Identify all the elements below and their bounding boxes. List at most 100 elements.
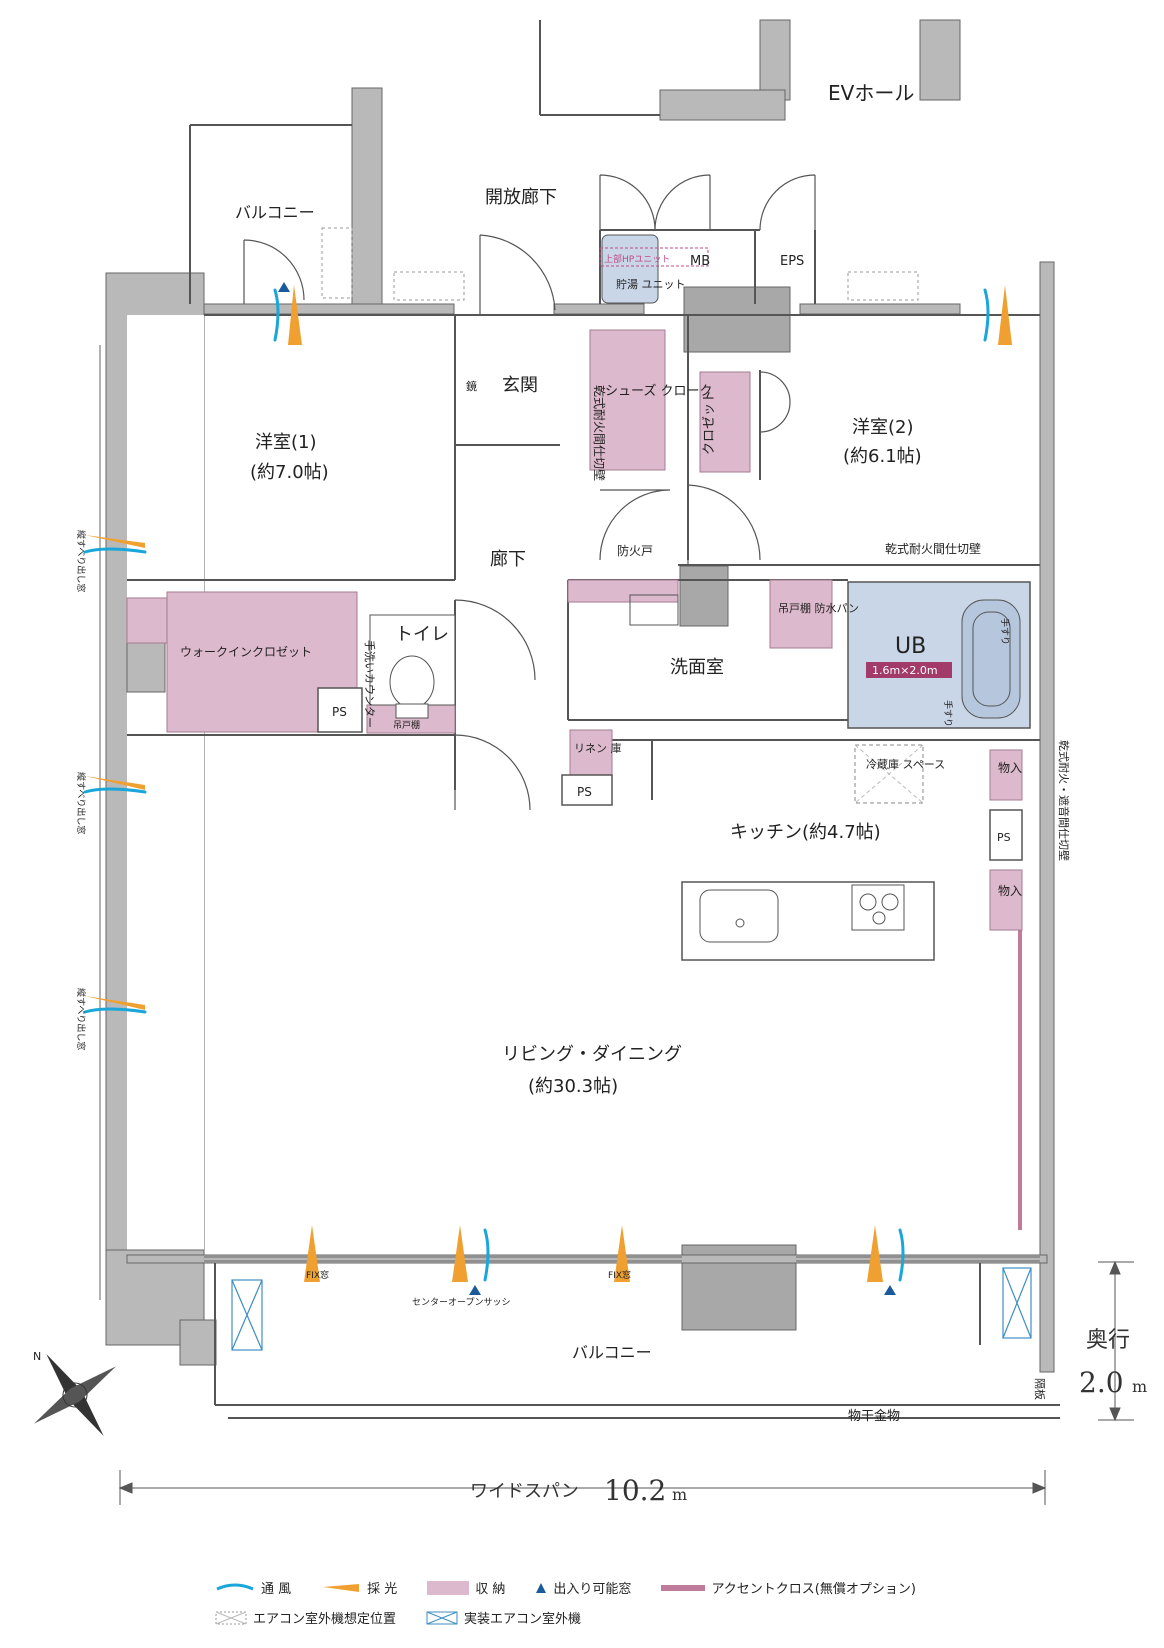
legend: 通 風 採 光 収 納 出入り可能窓 アクセントクロス(無償オプション) エアコ… [215,1578,1015,1638]
breeze-arrows [83,288,990,1282]
width-label: ワイドスパン [470,1481,579,1502]
ac-planned [321,227,919,301]
legend-accent-cloth: アクセントクロス(無償オプション) [661,1578,916,1597]
ac-planned-2 [393,271,465,301]
mb-label: MB [690,254,710,269]
legend-row-2: エアコン室外機想定位置 実装エアコン室外機 [215,1608,603,1627]
walk-in-closet-ext [126,597,168,644]
shoes-closet-label: シューズ クローク [605,383,712,399]
hanging-shelf-wash [769,579,833,649]
living-size: (約30.3帖) [528,1076,618,1097]
ps-box-3 [989,809,1023,861]
dry-wall-h-label: 乾式耐火間仕切壁 [885,541,981,556]
wash-basin-icon [629,594,679,626]
kitchen-label: キッチン(約4.7帖) [730,822,881,843]
dry-wall-sound-label: 乾式耐火・遮音間仕切壁 [1057,740,1071,861]
south-wall [126,1254,1048,1264]
ub-size-label: 1.6m×2.0m [872,664,938,677]
storage-kitchen-1 [989,749,1023,801]
storage-label-2: 物入 [998,884,1022,898]
ps-label-1: PS [332,705,347,719]
closet-2 [699,371,751,473]
balcony-door [243,239,305,304]
breeze-wave-icon [83,787,147,794]
ps-label-2: PS [577,785,592,799]
bedroom2-size: (約6.1帖) [843,446,922,467]
legend-ac-installed-label: 実装エアコン室外機 [464,1612,582,1627]
hanging-shelf-wash-label: 吊戸棚 防水パン [778,601,859,615]
storage-label-1: 物入 [998,761,1022,775]
hall-door [454,599,536,681]
handrail-label-2: 手すり [942,700,954,727]
daylight-icon [867,1225,883,1282]
legend-daylight: 採 光 [321,1578,397,1597]
balcony-top-label: バルコニー [235,203,315,222]
kitchen-island [681,881,935,961]
fire-door [599,489,671,561]
sink-icon [699,889,779,943]
doors [243,174,816,811]
north-wall-a [203,303,455,315]
ac-planned-1 [321,227,353,299]
bedroom2-label: 洋室(2) [852,417,914,438]
width-unit: m [672,1485,687,1504]
handrail-label-1: 手すり [999,618,1011,645]
ev-wall-right [919,19,961,101]
breeze-wave-icon [83,1007,147,1014]
ac-installed-icon [426,1611,458,1624]
pillar-north [683,286,791,353]
hp-unit-label: 上部HPユニット [604,253,670,265]
balcony-bottom-label: バルコニー [572,1343,652,1362]
toilet-shelf-label: 吊戸棚 [393,719,420,731]
linen-storage [569,729,613,777]
closet-label: クロゼット [702,390,717,455]
shoes-closet [589,329,666,471]
legend-accent-cloth-label: アクセントクロス(無償オプション) [711,1582,916,1597]
mb-door-right [654,174,711,231]
vertical-window-label-1: 縦すべり出し窓 [75,530,87,592]
daylight-icon [85,996,145,1010]
daylight-icon [323,1583,360,1592]
bathtub-inner [972,611,1011,707]
hallway-label: 廊下 [490,549,526,570]
column-sw [179,1319,217,1366]
entrance-door [479,234,556,315]
living-door [454,734,531,811]
legend-ac-planned-label: エアコン室外機想定位置 [253,1612,397,1627]
daylight-icon [288,285,302,345]
living-label: リビング・ダイニング [502,1044,682,1065]
partition-label: 隔板 [1033,1378,1047,1400]
fridge-label: 冷蔵庫 スペース [866,757,945,771]
east-wall [1039,261,1055,1373]
vertical-window-label-3: 縦すべり出し窓 [75,988,87,1050]
dimension-lines [118,1260,1134,1505]
ps-box-2 [561,774,613,806]
ps-boxes [317,687,1023,861]
walk-in-label: ウォークインクロゼット [180,645,312,659]
cooktop-icon [851,884,905,931]
bedroom1-size: (約7.0帖) [250,462,329,483]
daylight-icon [85,776,145,790]
ps-box-1 [317,687,363,733]
toilet-shelf [366,704,456,734]
legend-ventilation: 通 風 [215,1578,291,1597]
daylight-icon [85,535,145,548]
daylight-icon [304,1225,320,1282]
fire-door-label: 防火戸 [617,543,653,558]
accent-cloth-swatch [661,1584,706,1591]
water-heater-label: 貯湯 ユニット [616,278,686,291]
ub-label: UB [895,634,926,659]
ps-label-3: PS [997,831,1011,844]
ub-size-badge [866,662,952,678]
compass-icon [34,1354,116,1436]
bedroom1-label: 洋室(1) [255,432,317,453]
width-value: 10.2 [604,1474,666,1507]
wash-counter-shelf [567,579,679,603]
hand-counter-label: 手洗いカウンター [363,640,377,728]
ac-planned-icon [215,1611,247,1624]
storage-swatch [427,1580,470,1595]
legend-row-1: 通 風 採 光 収 納 出入り可能窓 アクセントクロス(無償オプション) [215,1578,938,1597]
depth-value: 2.0 [1079,1366,1124,1399]
ac-installed [231,1267,1032,1351]
closet-door [759,371,791,433]
